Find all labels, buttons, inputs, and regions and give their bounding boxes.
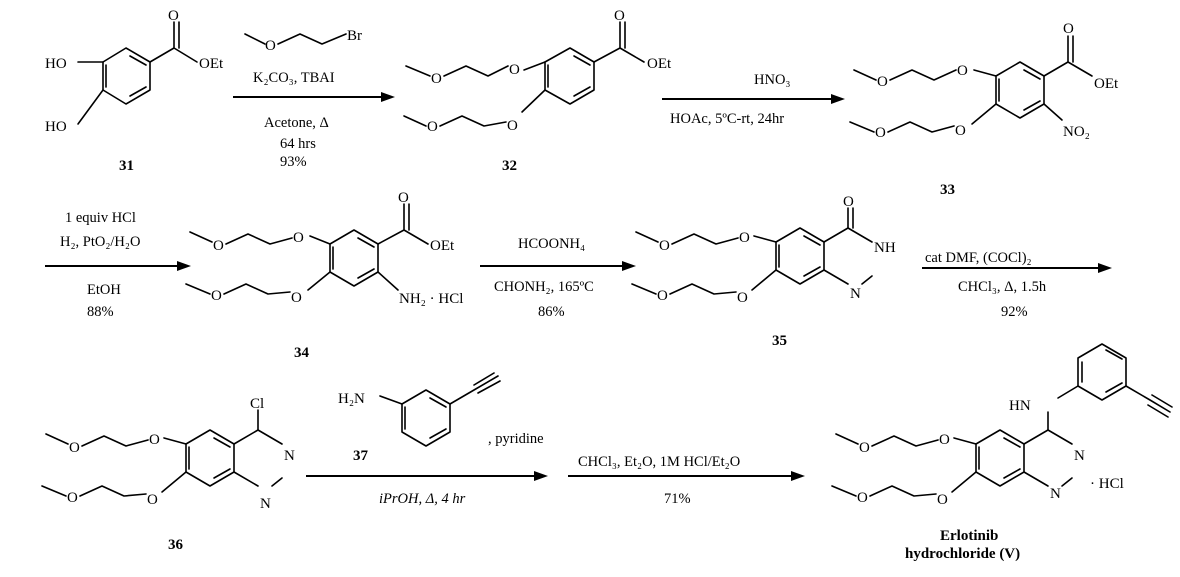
atom-o: O [1063, 21, 1074, 37]
atom-oet: OEt [647, 56, 672, 72]
compound-label-33: 33 [940, 182, 955, 198]
atom-o: O [149, 432, 160, 448]
atom-o: O [69, 440, 80, 456]
atom-ho: HO [45, 56, 67, 72]
atom-nh: NH [874, 240, 896, 256]
compound-32-structure: O O O O O OEt [403, 8, 672, 135]
atom-o: O [213, 238, 224, 254]
compound-label-36: 36 [168, 537, 184, 553]
atom-o: O [427, 119, 438, 135]
atom-cl: Cl [250, 396, 264, 412]
atom-o: O [147, 492, 158, 508]
atom-n: N [850, 286, 861, 302]
atom-oet: OEt [199, 56, 224, 72]
atom-o: O [875, 125, 886, 141]
atom-hcl: · HCl [1090, 476, 1124, 492]
compound-31-structure: O OEt HO HO [45, 8, 224, 135]
step4-conditions: CHONH₂, 165ºC [494, 279, 594, 295]
atom-o: O [431, 71, 442, 87]
atom-o: O [67, 490, 78, 506]
arrowhead [622, 261, 636, 271]
step3-reagents: H₂, PtO₂/H₂O [60, 234, 140, 250]
step6-base: , pyridine [488, 431, 544, 447]
atom-n: N [284, 448, 295, 464]
compound-label-37: 37 [353, 448, 369, 464]
atom-oet: OEt [1094, 76, 1119, 92]
atom-o: O [291, 290, 302, 306]
step6-conditions: iPrOH, Δ, 4 hr [379, 491, 466, 507]
atom-n: N [1074, 448, 1085, 464]
step4-yield: 86% [538, 304, 565, 320]
atom-o: O [168, 8, 179, 24]
step5-yield: 92% [1001, 304, 1028, 320]
arrowhead [534, 471, 548, 481]
step7-reagents: CHCl₃, Et₂O, 1M HCl/Et₂O [578, 454, 740, 470]
arrowhead [831, 94, 845, 104]
atom-o: O [507, 118, 518, 134]
step1-solvent: Acetone, Δ [264, 115, 329, 131]
arrowhead [177, 261, 191, 271]
atom-o: O [398, 190, 409, 206]
atom-o: O [293, 230, 304, 246]
atom-o: O [739, 230, 750, 246]
compound-35-structure: O NH N O O O O [631, 194, 896, 306]
atom-nh2-hcl: NH₂ · HCl [399, 291, 463, 307]
step2-conditions: HOAc, 5ºC-rt, 24hr [670, 111, 784, 127]
compound-label-31: 31 [119, 158, 134, 174]
atom-o: O [939, 432, 950, 448]
atom-oet: OEt [430, 238, 455, 254]
compound-36-structure: Cl N N O O O O [41, 396, 295, 512]
compound-34-structure: O O O O O OEt NH₂ · HCl [185, 190, 463, 307]
erlotinib-structure: HN N N O O O O · HCl [831, 343, 1173, 508]
step4-reagent: HCOONH₄ [518, 236, 585, 252]
step1-time: 64 hrs [280, 136, 316, 152]
atom-o: O [614, 8, 625, 24]
step2-reagent: HNO₃ [754, 72, 790, 88]
atom-o: O [509, 62, 520, 78]
atom-hn: HN [1009, 398, 1031, 414]
compound-label-32: 32 [502, 158, 517, 174]
step3-yield: 88% [87, 304, 114, 320]
atom-o: O [657, 288, 668, 304]
atom-o: O [857, 490, 868, 506]
compound-label-35: 35 [772, 333, 787, 349]
atom-n: N [1050, 486, 1061, 502]
step1-reagents: K₂CO₃, TBAI [253, 70, 335, 86]
compound-37-structure: H₂N [338, 372, 501, 447]
step7-yield: 71% [664, 491, 691, 507]
atom-o: O [877, 74, 888, 90]
atom-o: O [843, 194, 854, 210]
compound-label-34: 34 [294, 345, 310, 361]
atom-ho: HO [45, 119, 67, 135]
atom-n: N [260, 496, 271, 512]
step5-conditions: CHCl₃, Δ, 1.5h [958, 279, 1047, 295]
atom-h2n: H₂N [338, 391, 365, 407]
step3-acid: 1 equiv HCl [65, 210, 136, 226]
arrowhead [381, 92, 395, 102]
product-name-line2: hydrochloride (V) [905, 546, 1020, 562]
atom-o: O [937, 492, 948, 508]
atom-o: O [659, 238, 670, 254]
step5-reagents: cat DMF, (COCl)₂ [925, 250, 1032, 266]
product-name-line1: Erlotinib [940, 528, 998, 544]
step3-solvent: EtOH [87, 282, 121, 298]
atom-o: O [957, 63, 968, 79]
atom-o: O [955, 123, 966, 139]
compound-33-structure: O O O O O OEt NO₂ [849, 21, 1119, 141]
atom-o: O [859, 440, 870, 456]
atom-o: O [265, 38, 276, 54]
atom-o: O [211, 288, 222, 304]
atom-no2: NO₂ [1063, 124, 1090, 140]
reagent-bromide-structure: O Br [244, 28, 362, 54]
step1-yield: 93% [280, 154, 307, 170]
arrowhead [1098, 263, 1112, 273]
atom-br: Br [347, 28, 362, 44]
arrowhead [791, 471, 805, 481]
atom-o: O [737, 290, 748, 306]
